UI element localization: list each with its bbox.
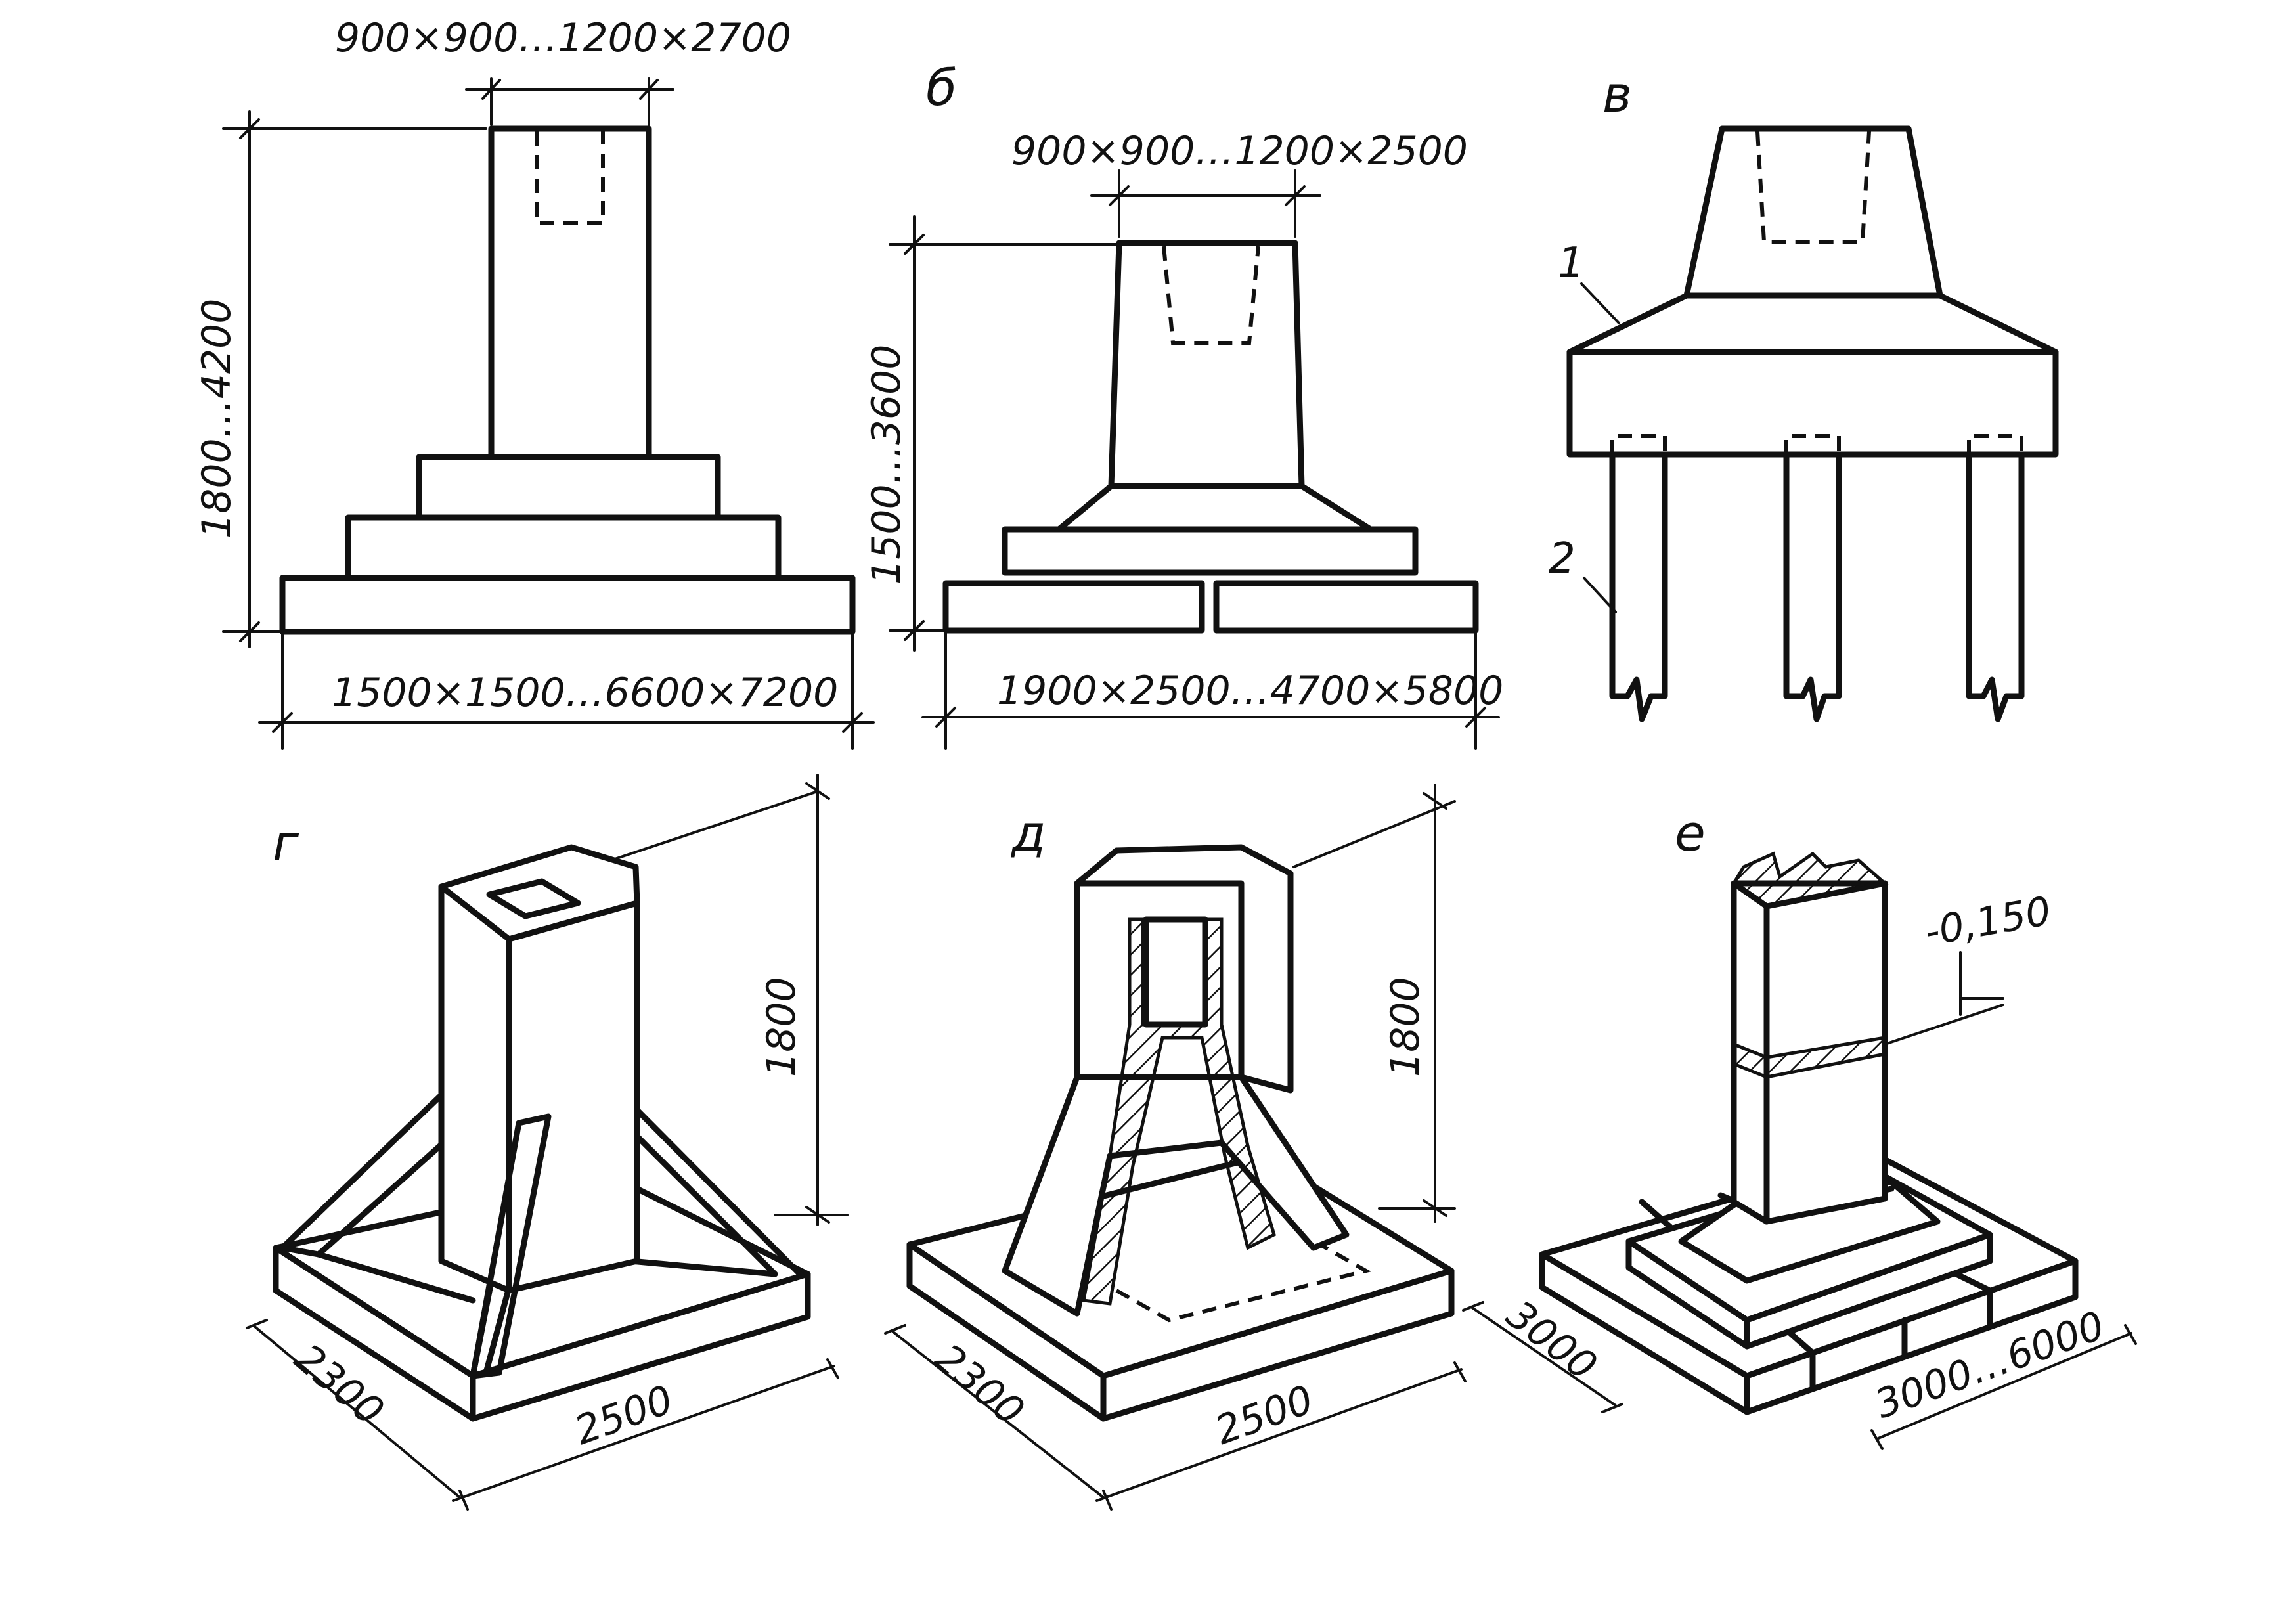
- figure-b-tapered-foundation: б 900×900…1200×2500 1500…3600 1900×2500……: [864, 58, 1503, 750]
- dim-b-bottom: 1900×2500…4700×5800: [997, 668, 1503, 714]
- figure-e-column-on-blocks: е -0,150 3000 3000: [1462, 804, 2137, 1450]
- dim-d-height: 1800: [1382, 977, 1428, 1077]
- dim-d-right: 2500: [1209, 1377, 1319, 1454]
- figure-v-pile-foundation: в 1 2: [1549, 65, 2059, 722]
- label-e: е: [1675, 804, 1706, 862]
- dim-a-bottom: 1500×1500…6600×7200: [332, 670, 838, 716]
- dim-b-side: 1500…3600: [864, 345, 910, 585]
- label-d: д: [1010, 804, 1046, 862]
- label-b: б: [926, 58, 957, 117]
- label-g: г: [273, 814, 299, 872]
- figure-a-stepped-foundation: 900×900…1200×2700 1800…4200 1500×1500…66…: [194, 15, 875, 750]
- label-v: в: [1602, 65, 1632, 123]
- figure-g-ribbed-foundation: г 1800 2300 2500: [246, 774, 849, 1511]
- dim-b-top: 900×900…1200×2500: [1011, 128, 1468, 174]
- dim-g-right: 2500: [569, 1377, 678, 1454]
- dim-g-height: 1800: [759, 977, 805, 1077]
- dim-a-top: 900×900…1200×2700: [335, 15, 791, 61]
- figure-d-sectioned-foundation: д 1800 2300 2500: [884, 784, 1467, 1511]
- dim-a-side: 1800…4200: [194, 299, 240, 539]
- callout-2: 2: [1549, 535, 1576, 583]
- level-mark-e: -0,150: [1921, 888, 2054, 956]
- callout-1: 1: [1558, 239, 1585, 288]
